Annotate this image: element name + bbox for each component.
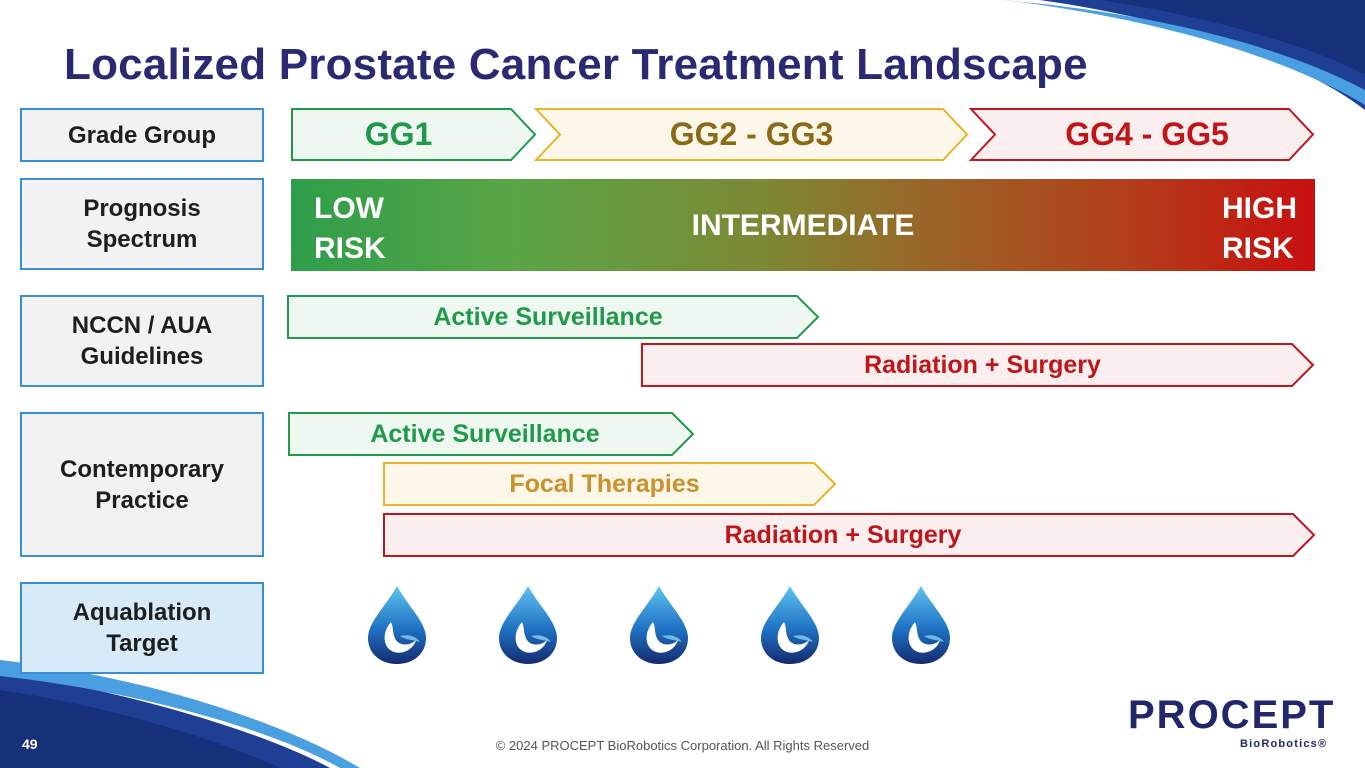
- low-risk-label: LOW RISK: [314, 192, 386, 265]
- procept-logo-subtitle: BioRobotics®: [1240, 738, 1328, 750]
- chevron-shape: [291, 108, 537, 161]
- row-label-aquablation: Aquablation Target: [20, 582, 264, 674]
- practice-radiation-surgery: Radiation + Surgery: [383, 513, 1316, 557]
- chevron-shape: [383, 462, 837, 506]
- practice-focal-therapies-label: Focal Therapies: [509, 469, 700, 498]
- chevron-shape: [533, 108, 969, 161]
- gg23-chevron: GG2 - GG3: [533, 108, 969, 161]
- practice-active-surveillance: Active Surveillance: [288, 412, 695, 456]
- row-label-guidelines: NCCN / AUA Guidelines: [20, 295, 264, 387]
- guideline-active-surveillance: Active Surveillance: [287, 295, 820, 339]
- gg45-label: GG4 - GG5: [1065, 116, 1229, 152]
- row-label-text: NCCN / AUA Guidelines: [71, 312, 213, 370]
- water-drop-icon: [364, 584, 430, 666]
- guideline-radiation-surgery: Radiation + Surgery: [641, 343, 1315, 387]
- high-risk-label: HIGH RISK: [1222, 192, 1297, 265]
- gg45-chevron: GG4 - GG5: [968, 108, 1315, 161]
- water-drop-icon: [626, 584, 692, 666]
- row-label-grade-group: Grade Group: [20, 108, 264, 162]
- gg1-chevron: GG1: [291, 108, 537, 161]
- row-label-text: Prognosis Spectrum: [83, 195, 201, 253]
- row-label-text: Contemporary Practice: [59, 455, 225, 514]
- prognosis-spectrum-bar: LOW RISK INTERMEDIATE HIGH RISK: [291, 179, 1315, 271]
- chevron-shape: [288, 412, 695, 456]
- guideline-active-surveillance-label: Active Surveillance: [433, 302, 663, 331]
- water-drop-icon: [757, 584, 823, 666]
- copyright-footer: © 2024 PROCEPT BioRobotics Corporation. …: [495, 738, 870, 753]
- practice-focal-therapies: Focal Therapies: [383, 462, 837, 506]
- row-label-prognosis: Prognosis Spectrum: [20, 178, 264, 270]
- water-drop-icon: [888, 584, 954, 666]
- water-drop-icon: [495, 584, 561, 666]
- page-title: Localized Prostate Cancer Treatment Land…: [64, 40, 1088, 89]
- chevron-shape: [968, 108, 1315, 161]
- gg23-label: GG2 - GG3: [669, 116, 834, 152]
- chevron-shape: [641, 343, 1315, 387]
- page-number: 49: [22, 736, 38, 752]
- gg1-label: GG1: [364, 116, 433, 152]
- intermediate-label: INTERMEDIATE: [691, 209, 915, 242]
- procept-logo: PROCEPT: [1128, 693, 1336, 737]
- chevron-shape: [287, 295, 820, 339]
- row-label-text: Aquablation Target: [72, 599, 212, 657]
- guideline-radiation-surgery-label: Radiation + Surgery: [864, 350, 1101, 379]
- chevron-shape: [383, 513, 1316, 557]
- practice-radiation-surgery-label: Radiation + Surgery: [724, 520, 962, 549]
- row-label-text: Grade Group: [67, 121, 217, 149]
- row-label-practice: Contemporary Practice: [20, 412, 264, 557]
- practice-active-surveillance-label: Active Surveillance: [370, 419, 600, 448]
